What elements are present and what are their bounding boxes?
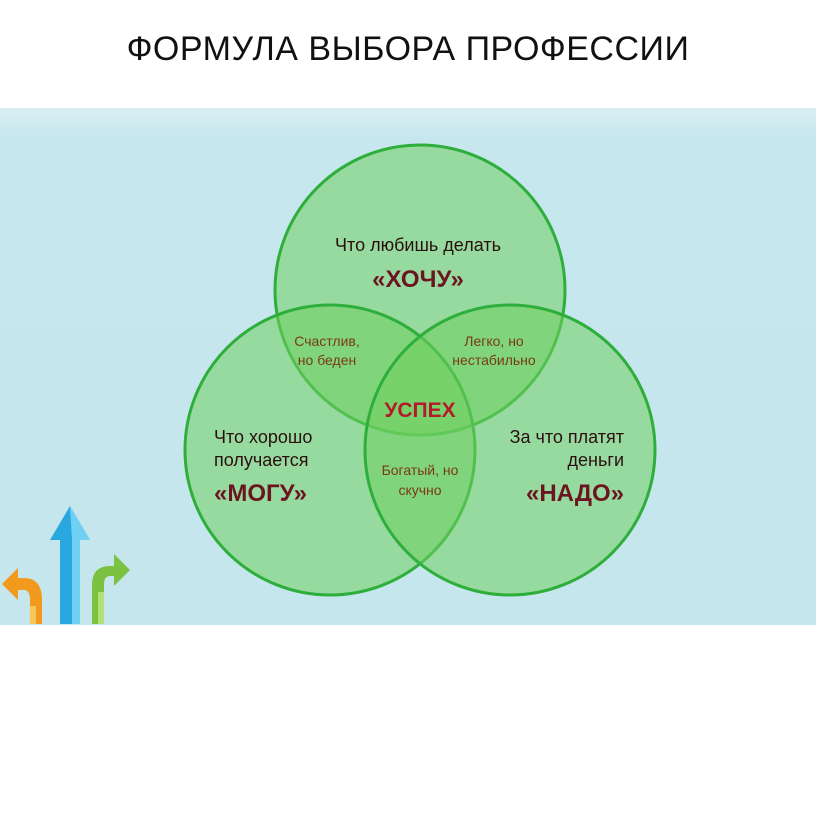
circle-nado bbox=[363, 303, 657, 597]
overlap-top-right-line1: Легко, но bbox=[464, 333, 524, 349]
khochu-description: Что любишь делать bbox=[335, 235, 501, 255]
nado-description-line1: За что платят bbox=[510, 427, 624, 447]
overlap-top-left-line1: Счастлив, bbox=[294, 333, 359, 349]
center-label: УСПЕХ bbox=[384, 399, 455, 422]
overlap-bottom-line1: Богатый, но bbox=[382, 462, 459, 478]
khochu-label: «ХОЧУ» bbox=[372, 266, 464, 293]
nado-description-line2: деньги bbox=[568, 450, 624, 470]
branching-arrows-logo bbox=[2, 506, 130, 624]
mogu-label: «МОГУ» bbox=[214, 480, 307, 507]
overlap-bottom-line2: скучно bbox=[398, 482, 441, 498]
overlap-top-left-line2: но беден bbox=[298, 352, 356, 368]
page-title: ФОРМУЛА ВЫБОРА ПРОФЕССИИ bbox=[126, 30, 690, 68]
mogu-description-line1: Что хорошо bbox=[214, 427, 312, 447]
nado-label: «НАДО» bbox=[526, 480, 624, 507]
overlap-top-right-line2: нестабильно bbox=[452, 352, 536, 368]
mogu-description-line2: получается bbox=[214, 450, 308, 470]
